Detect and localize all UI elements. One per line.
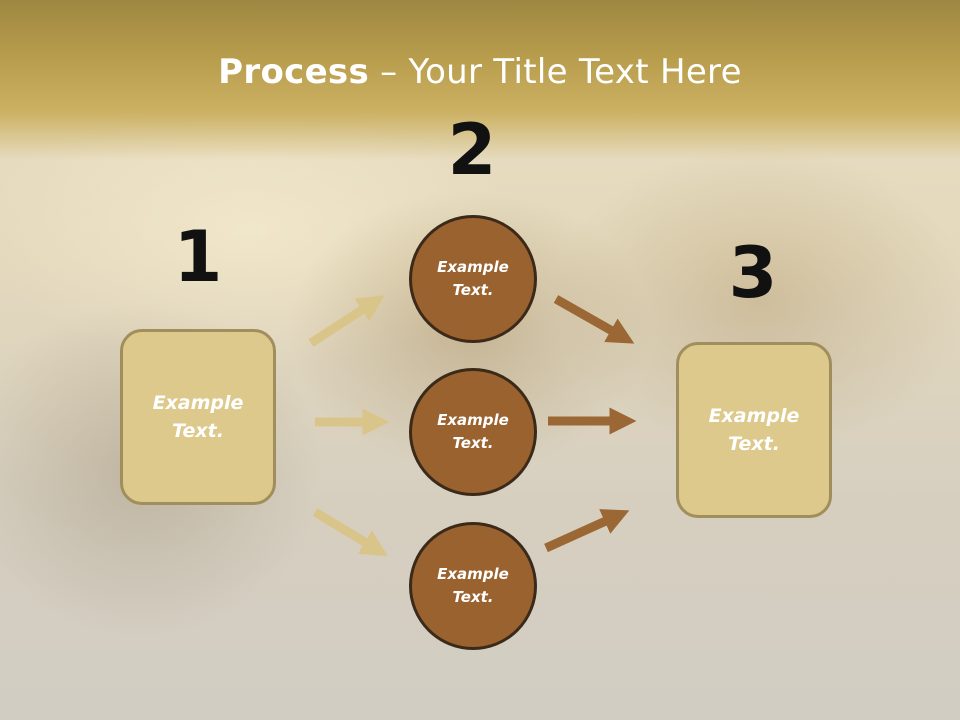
title-band <box>0 0 960 160</box>
step-2-circle-top-text: Example Text. <box>437 257 509 299</box>
arrow-1-to-bottom <box>312 508 389 557</box>
step-2-circle-top: Example Text. <box>409 215 537 343</box>
arrow-top-to-3 <box>553 295 635 344</box>
step-3-text: Example Text. <box>708 404 800 456</box>
step-2-circle-bottom-text: Example Text. <box>437 564 509 606</box>
title-bold: Process <box>218 52 370 92</box>
step-2-circle-bottom: Example Text. <box>409 522 537 650</box>
step-number-1: 1 <box>173 216 223 298</box>
step-number-3: 3 <box>728 232 778 314</box>
step-number-2: 2 <box>447 109 497 191</box>
step-1-text: Example Text. <box>152 391 244 443</box>
step-1-box: Example Text. <box>120 329 276 505</box>
title-rest: – Your Title Text Here <box>369 52 742 92</box>
step-3-box: Example Text. <box>676 342 832 518</box>
arrow-1-to-top <box>308 295 385 347</box>
arrow-bottom-to-3 <box>544 509 630 553</box>
slide-title: Process – Your Title Text Here <box>0 52 960 92</box>
step-2-circle-middle: Example Text. <box>409 368 537 496</box>
step-2-circle-middle-text: Example Text. <box>437 410 509 452</box>
